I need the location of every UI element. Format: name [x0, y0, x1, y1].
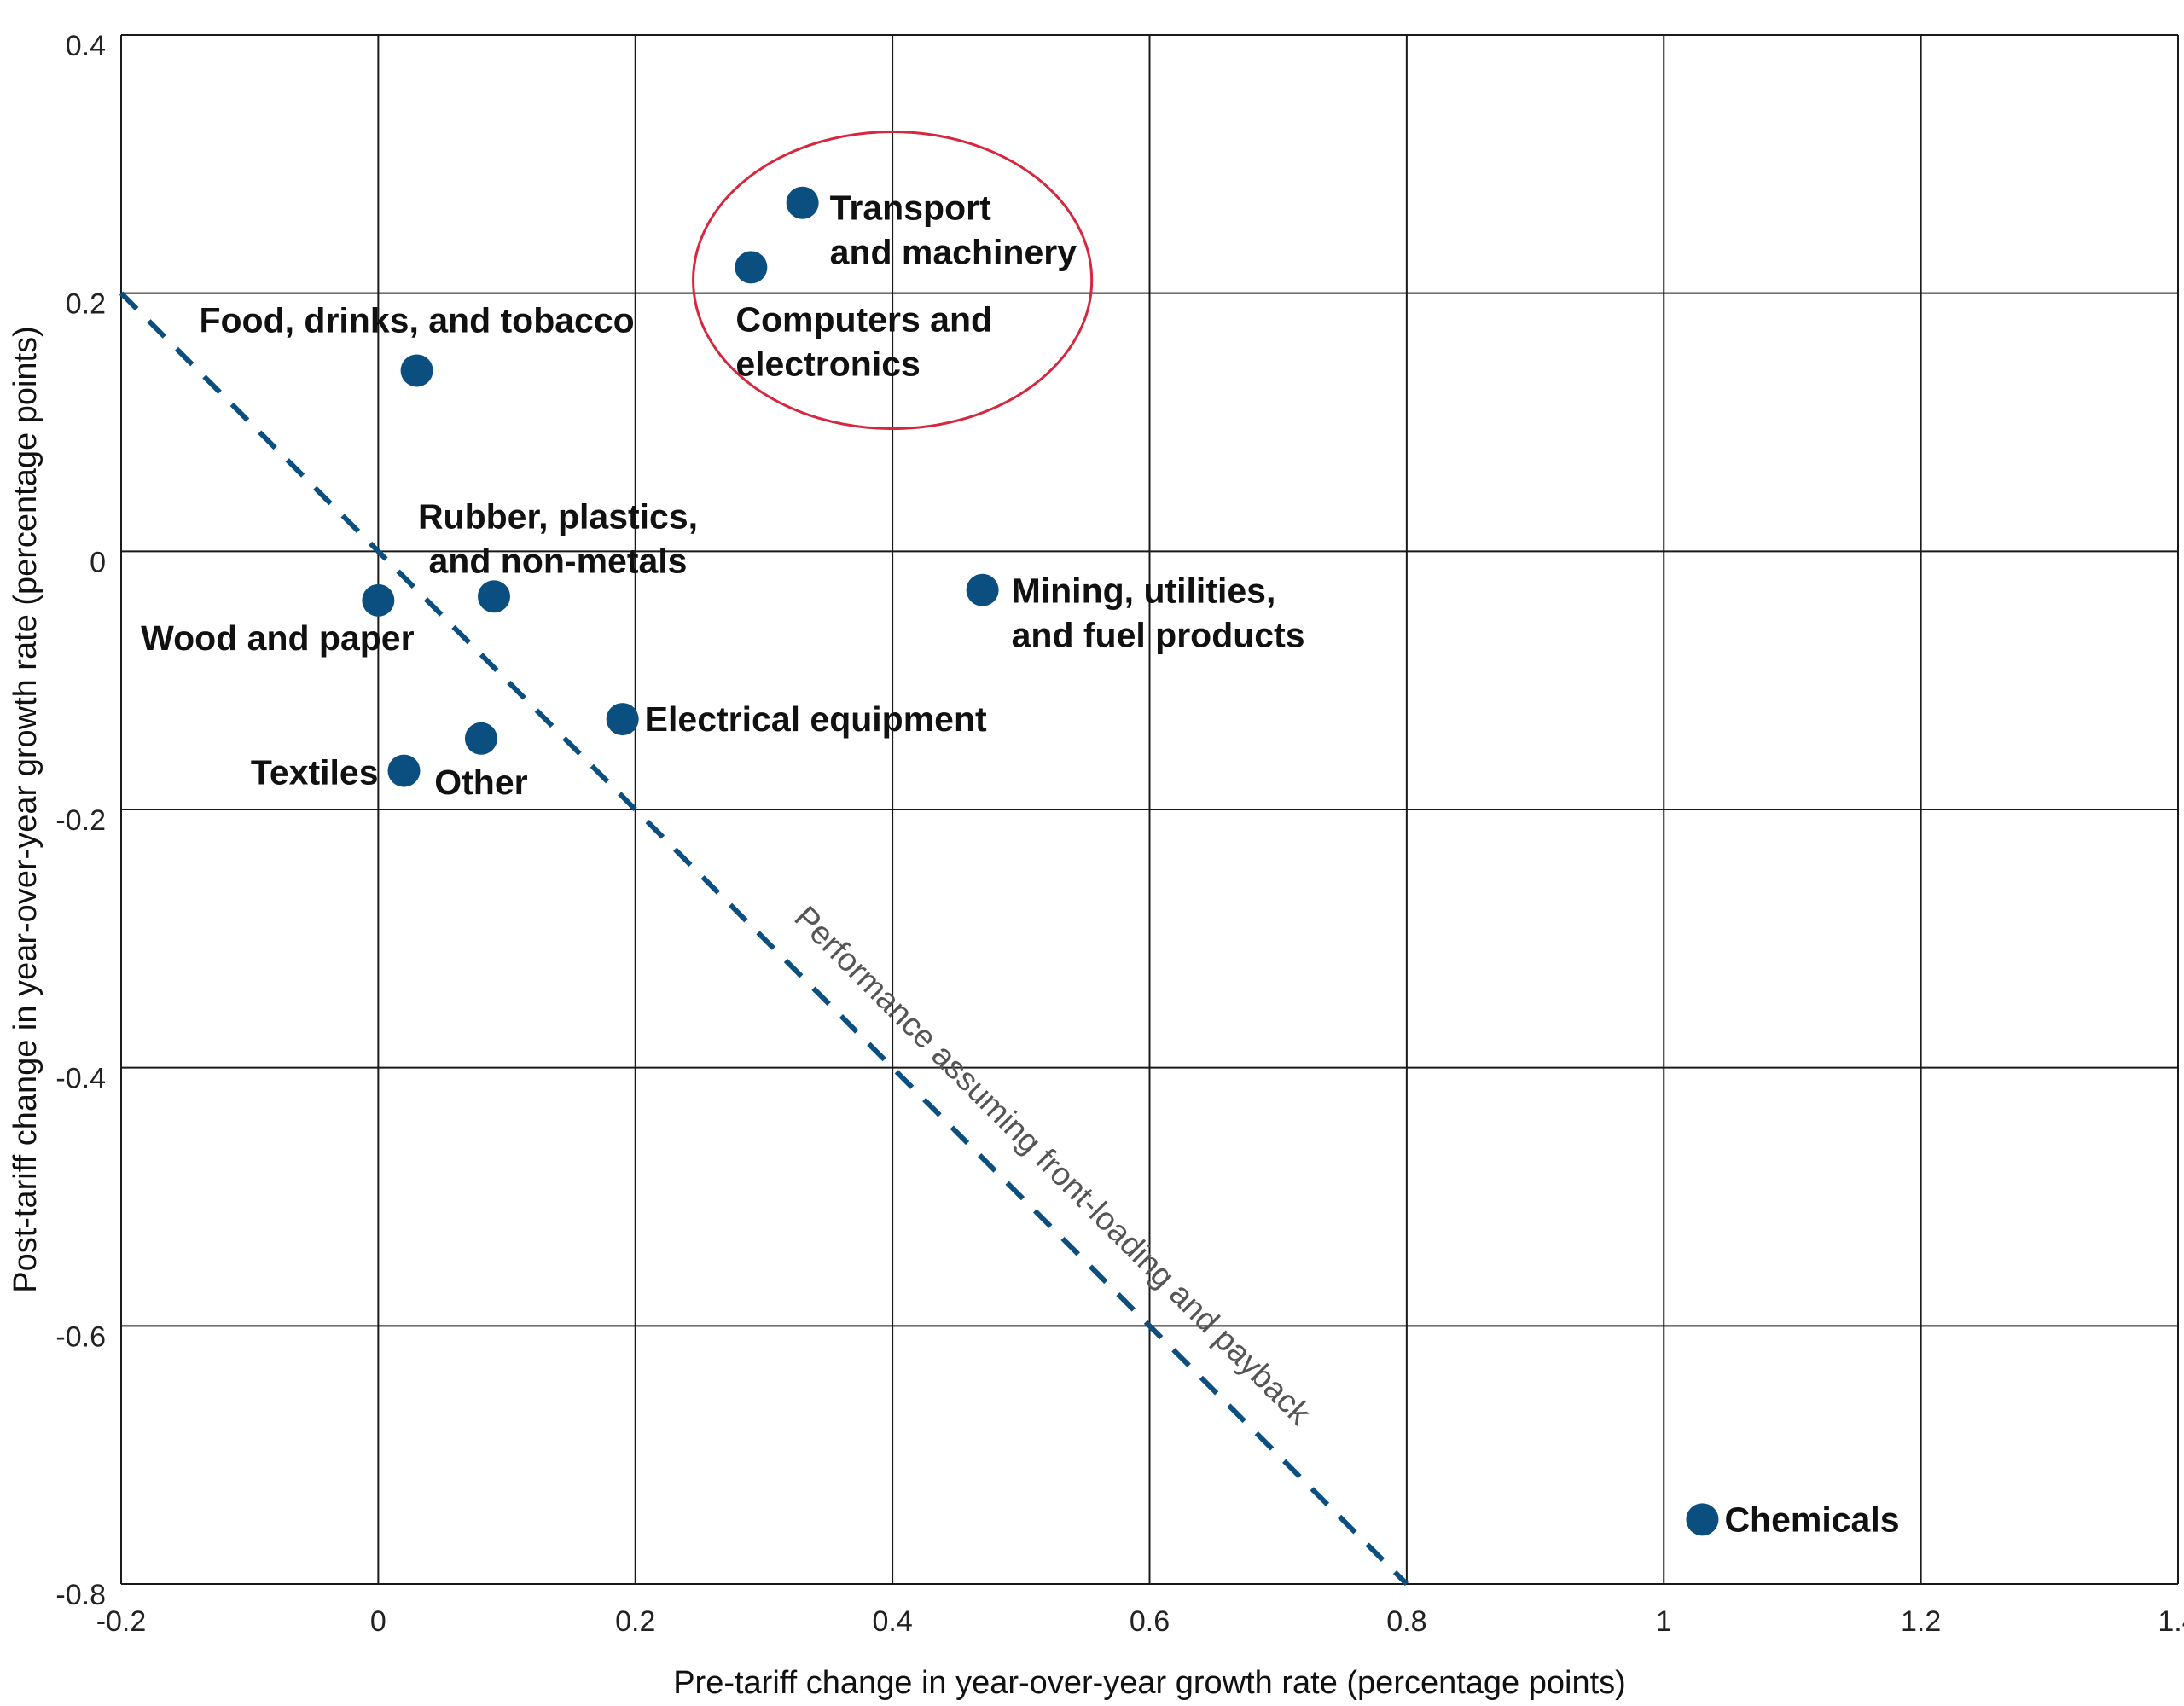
label-line: Electrical equipment [645, 699, 987, 739]
grid-lines [120, 34, 2179, 1585]
reference-line-label: Performance assuming front-loading and p… [787, 900, 1318, 1433]
label-chemicals: Chemicals [1724, 1500, 1899, 1539]
label-line: electronics [735, 344, 921, 383]
label-line: Computers and [735, 299, 992, 339]
point-wood-and-paper [362, 583, 395, 617]
label-line: Food, drinks, and tobacco [199, 300, 634, 339]
point-electrical-equipment [606, 703, 639, 736]
reference-line-group: Performance assuming front-loading and p… [119, 291, 1409, 1587]
label-line: Chemicals [1724, 1500, 1899, 1539]
label-textiles: Textiles [251, 753, 379, 792]
y-tick-label: -0.2 [55, 804, 106, 837]
x-tick-label: 1.4 [2158, 1605, 2184, 1638]
point-textiles [387, 754, 421, 787]
label-line: and fuel products [1012, 616, 1305, 655]
label-line: and non-metals [429, 541, 688, 580]
label-computers-and-electronics: Computers and electronics [735, 299, 992, 383]
label-line: Other [434, 763, 527, 802]
point-transport-and-machinery [786, 186, 819, 219]
x-tick-label: 1 [1656, 1605, 1672, 1638]
x-axis-title: Pre-tariff change in year-over-year grow… [673, 1665, 1626, 1701]
point-mining-utilities-and-fuel-products [966, 573, 999, 606]
label-other: Other [434, 763, 527, 802]
x-tick-label: 0.4 [872, 1605, 912, 1638]
point-chemicals [1686, 1503, 1719, 1536]
x-tick-label: -0.2 [96, 1605, 147, 1638]
label-line: Textiles [251, 753, 379, 792]
y-tick-labels: 0.4 0.2 0 -0.2 -0.4 -0.6 -0.8 [55, 30, 106, 1611]
point-food-drinks-and-tobacco [400, 354, 433, 387]
y-tick-label: -0.8 [55, 1579, 106, 1611]
y-tick-label: 0.2 [66, 288, 106, 321]
highlight-ellipse [692, 130, 1094, 431]
label-electrical-equipment: Electrical equipment [645, 699, 987, 739]
label-rubber-plastics-and-non-metals: Rubber, plastics, and non-metals [418, 496, 698, 580]
y-tick-label: -0.4 [55, 1063, 106, 1095]
x-tick-label: 0.6 [1130, 1605, 1170, 1638]
reference-line [119, 291, 1409, 1587]
y-tick-label: -0.6 [55, 1320, 106, 1353]
data-points [362, 186, 1719, 1536]
point-rubber-plastics-and-non-metals [477, 580, 510, 613]
label-line: Wood and paper [141, 618, 414, 658]
point-computers-and-electronics [735, 251, 768, 284]
label-line: and machinery [830, 233, 1077, 272]
label-transport-and-machinery: Transport and machinery [830, 189, 1077, 272]
label-wood-and-paper: Wood and paper [141, 618, 414, 658]
label-line: Rubber, plastics, [418, 496, 698, 536]
point-other [464, 722, 497, 755]
x-tick-labels: -0.2 0 0.2 0.4 0.6 0.8 1 1.2 1.4 [96, 1605, 2184, 1638]
x-tick-label: 0.8 [1386, 1605, 1426, 1638]
x-tick-label: 0.2 [615, 1605, 655, 1638]
label-line: Transport [830, 189, 991, 228]
y-tick-label: 0.4 [66, 30, 106, 62]
label-line: Mining, utilities, [1012, 572, 1276, 611]
label-mining-utilities-and-fuel-products: Mining, utilities, and fuel products [1012, 572, 1305, 655]
highlight-group [692, 130, 1094, 431]
y-tick-label: 0 [90, 546, 106, 578]
x-tick-label: 0 [370, 1605, 386, 1638]
x-tick-label: 1.2 [1901, 1605, 1941, 1638]
label-food-drinks-and-tobacco: Food, drinks, and tobacco [199, 300, 634, 339]
y-axis-title: Post-tariff change in year-over-year gro… [8, 326, 44, 1293]
